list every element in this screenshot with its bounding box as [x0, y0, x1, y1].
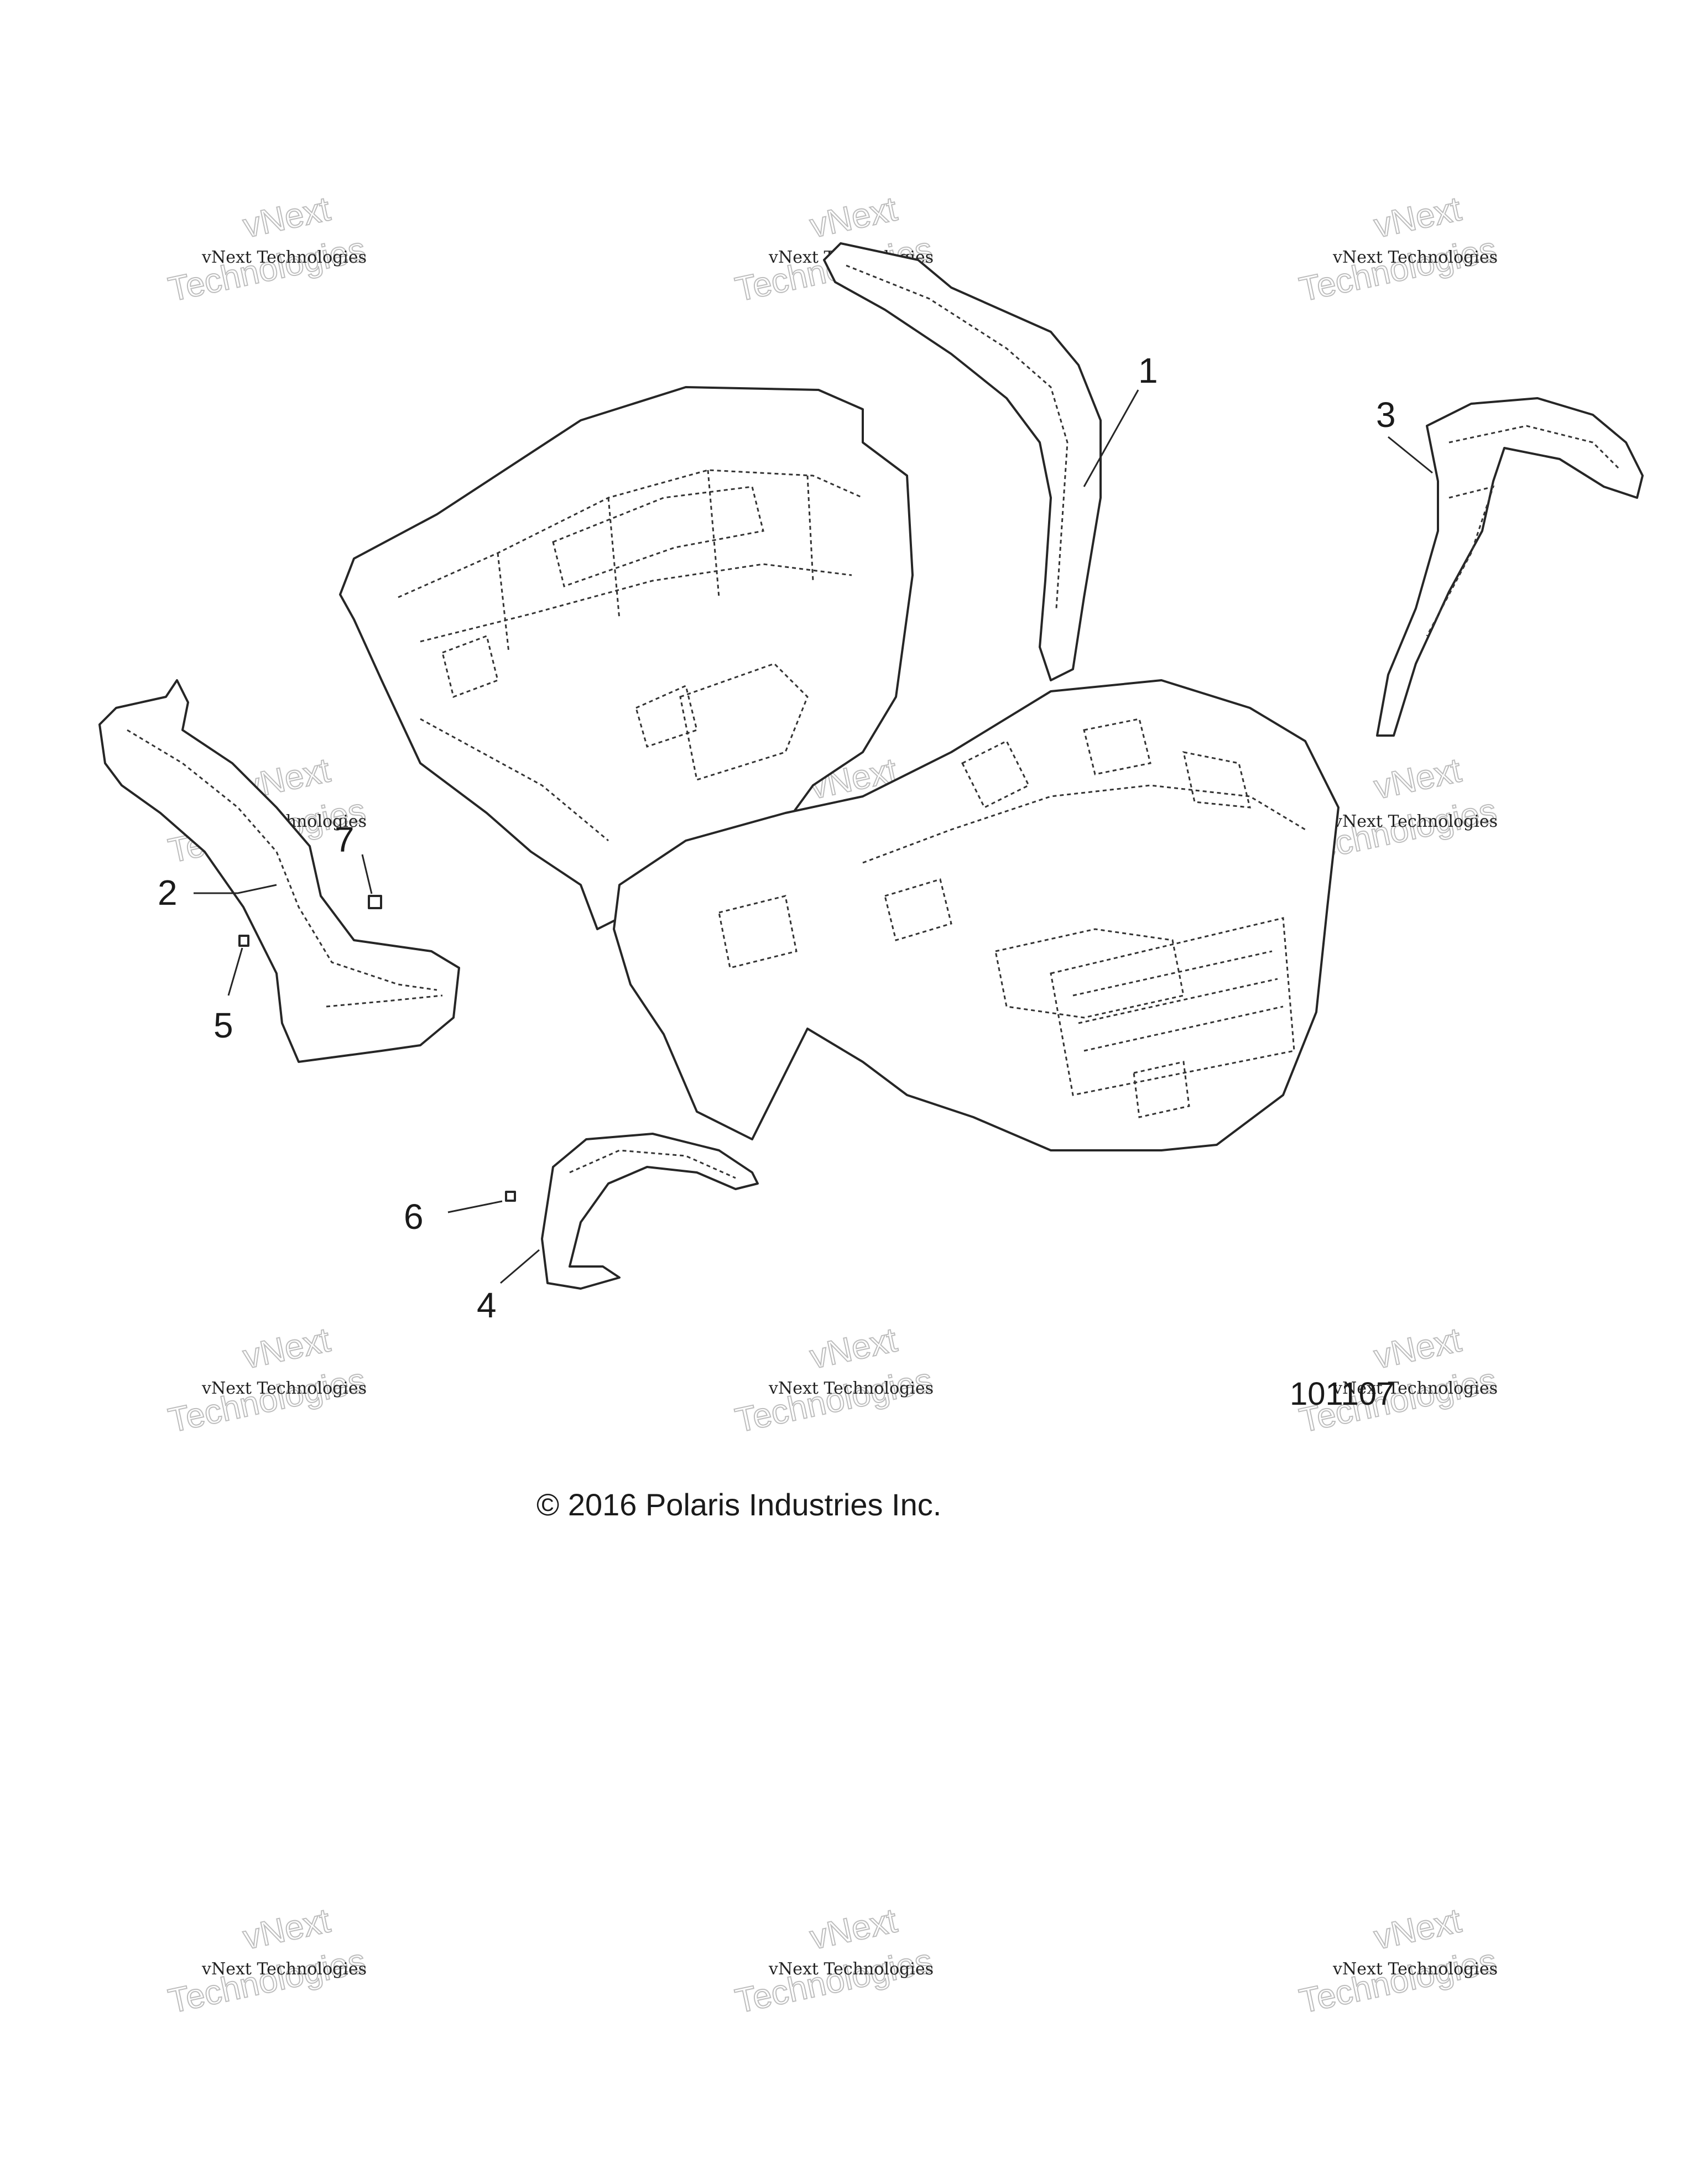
svg-text:vNext: vNext	[240, 1901, 333, 1957]
svg-text:vNext: vNext	[240, 190, 333, 245]
leader-5	[227, 947, 243, 996]
svg-text:vNext: vNext	[240, 1321, 333, 1376]
leader-2	[194, 884, 277, 894]
leader-7	[361, 854, 373, 894]
watermark-lower-left: Technologies vNext vNext Technologies	[165, 1320, 369, 1440]
part-7-clip	[368, 895, 382, 909]
svg-text:vNext Technologies: vNext Technologies	[1332, 812, 1498, 831]
svg-text:Technologies: Technologies	[732, 1361, 936, 1440]
svg-text:vNext Technologies: vNext Technologies	[201, 1959, 367, 1979]
callout-1: 1	[1138, 351, 1158, 390]
svg-text:vNext: vNext	[1371, 1901, 1465, 1957]
svg-text:Technologies: Technologies	[165, 1942, 369, 2021]
svg-text:vNext Technologies: vNext Technologies	[768, 1959, 934, 1979]
svg-text:Technologies: Technologies	[1296, 1942, 1500, 2021]
part-3-flare	[1376, 397, 1644, 737]
svg-text:Technologies: Technologies	[165, 1361, 369, 1440]
svg-text:vNext: vNext	[807, 190, 900, 245]
watermark-top-left: Technologies vNext vNext Technologies	[165, 189, 369, 309]
callout-4: 4	[477, 1285, 497, 1325]
watermark-top-right: Technologies vNext vNext Technologies	[1296, 189, 1500, 309]
part-6-fastener	[505, 1191, 516, 1202]
svg-text:Technologies: Technologies	[165, 230, 369, 309]
part-1-trim	[823, 242, 1102, 681]
part-5-fastener	[238, 935, 249, 947]
leader-4	[500, 1249, 540, 1284]
part-4-flare	[541, 1133, 759, 1290]
svg-text:vNext Technologies: vNext Technologies	[1332, 1959, 1498, 1979]
svg-text:vNext Technologies: vNext Technologies	[1332, 248, 1498, 267]
part-2-panel	[98, 679, 460, 1063]
svg-text:Technologies: Technologies	[732, 1942, 936, 2021]
svg-text:vNext Technologies: vNext Technologies	[768, 1379, 934, 1398]
callout-5: 5	[213, 1005, 233, 1045]
callout-3: 3	[1376, 395, 1396, 435]
svg-text:vNext Technologies: vNext Technologies	[201, 1379, 367, 1398]
copyright: © 2016 Polaris Industries Inc.	[536, 1487, 941, 1522]
svg-text:vNext Technologies: vNext Technologies	[201, 248, 367, 267]
svg-text:vNext: vNext	[1371, 190, 1465, 245]
svg-text:Technologies: Technologies	[1296, 230, 1500, 309]
watermark-bottom-right: Technologies vNext vNext Technologies	[1296, 1901, 1500, 2021]
svg-text:vNext: vNext	[1371, 751, 1465, 806]
svg-text:vNext: vNext	[807, 1321, 900, 1376]
figure-number: 101107	[1290, 1376, 1394, 1412]
watermark-lower-center: Technologies vNext vNext Technologies	[732, 1320, 936, 1440]
callout-7: 7	[335, 820, 355, 859]
callout-2: 2	[158, 873, 178, 913]
leader-3	[1388, 436, 1433, 474]
svg-text:vNext: vNext	[807, 1901, 900, 1957]
watermark-bottom-left: Technologies vNext vNext Technologies	[165, 1901, 369, 2021]
body-assembly	[339, 386, 1340, 1151]
watermark-bottom-center: Technologies vNext vNext Technologies	[732, 1901, 936, 2021]
leader-6	[447, 1200, 503, 1213]
svg-text:vNext: vNext	[1371, 1321, 1465, 1376]
leader-1	[1083, 389, 1139, 487]
svg-text:vNext Technologies: vNext Technologies	[1332, 1379, 1498, 1398]
callout-6: 6	[404, 1197, 424, 1237]
